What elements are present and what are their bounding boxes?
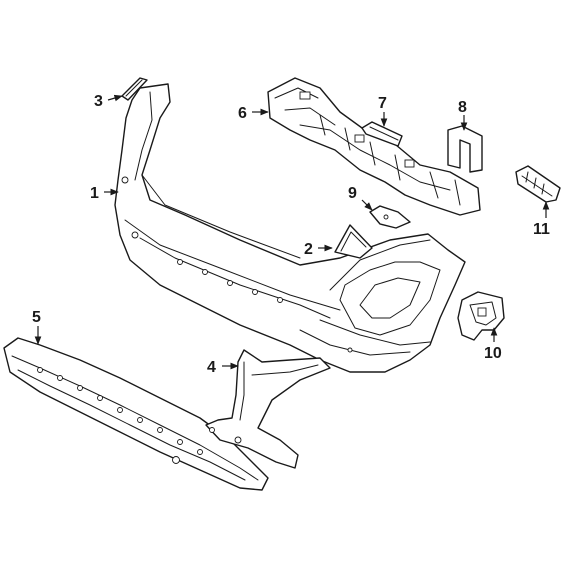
callout-4: 4 [207, 359, 216, 376]
callout-10: 10 [484, 345, 502, 362]
part-1-bumper-cover [114, 83, 466, 373]
callout-5: 5 [32, 309, 41, 326]
callout-9: 9 [348, 185, 357, 202]
callout-6: 6 [238, 105, 247, 122]
part-7-bracket [361, 121, 403, 147]
callout-11: 11 [533, 221, 550, 238]
callout-3: 3 [94, 93, 103, 110]
callout-8: 8 [458, 99, 467, 116]
callout-labels: 3 1 2 4 5 6 7 8 9 10 11 [32, 93, 550, 376]
part-9-bracket [369, 205, 411, 229]
part-2-reflector [334, 224, 373, 259]
callout-7: 7 [378, 95, 387, 112]
part-8-clip [447, 125, 483, 173]
leader-lines [34, 94, 550, 370]
callout-2: 2 [304, 241, 313, 258]
part-6-absorber [267, 77, 481, 216]
part-3-strip [121, 77, 148, 101]
part-5-valance [3, 337, 269, 491]
callout-1: 1 [90, 185, 99, 202]
part-4-bracket [205, 349, 331, 469]
part-11-bracket [515, 165, 561, 203]
part-10-bracket [457, 291, 505, 341]
